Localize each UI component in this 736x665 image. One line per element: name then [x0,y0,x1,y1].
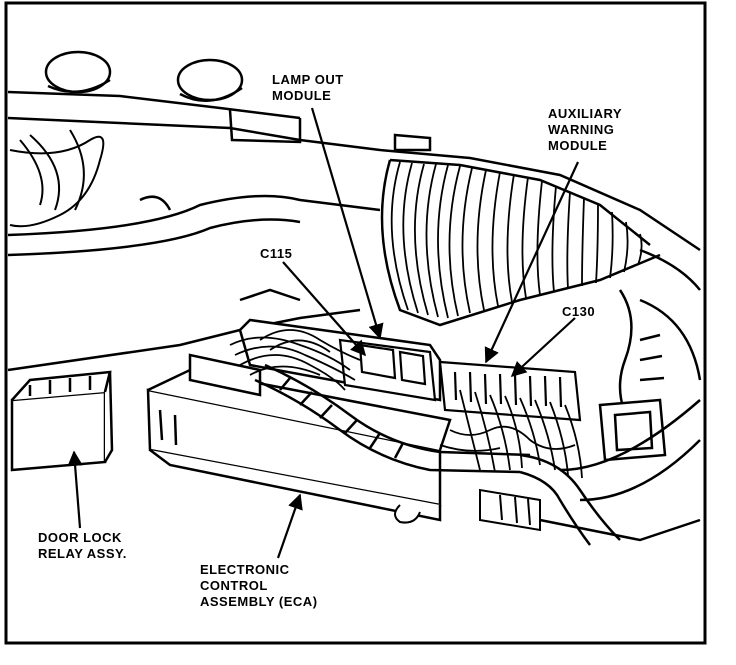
leader-aux-warning [484,161,579,364]
leader-eca [276,493,303,559]
leader-c115 [282,261,367,357]
label-eca-line-2: CONTROL [200,578,268,593]
c115-wire-bundle [229,329,361,391]
label-eca-line-3: ASSEMBLY (ECA) [200,594,318,609]
label-aux-line-2: WARNING [548,122,615,137]
label-c115: C115 [260,246,293,261]
leader-door-lock [67,450,83,529]
callout-leaders [67,107,579,559]
label-door-lock-line-1: DOOR LOCK [38,530,122,545]
label-eca-line-1: ELECTRONIC [200,562,290,577]
label-lamp-out-line-1: LAMP OUT [272,72,344,87]
leader-lamp-out [310,107,384,340]
label-door-lock-line-2: RELAY ASSY. [38,546,127,561]
lower-connectors [394,488,541,532]
center-duct [7,194,381,257]
c130-wire-bundle [439,389,583,479]
leader-c130 [510,317,576,378]
ribbed-vent-hose [380,158,661,327]
label-aux-line-3: MODULE [548,138,608,153]
label-c130: C130 [562,304,596,319]
label-aux-line-1: AUXILIARY [548,106,623,121]
aux-module-drawing [438,360,582,422]
upper-dash-panel [7,50,701,252]
label-eca: ELECTRONIC CONTROL ASSEMBLY (ECA) [200,562,318,610]
label-lamp-out-module: LAMP OUT MODULE [272,72,344,104]
main-harness [254,363,621,546]
frame-border [4,1,707,645]
right-side-structure [539,248,702,542]
label-lamp-out-line-2: MODULE [272,88,332,103]
label-door-lock-relay: DOOR LOCK RELAY ASSY. [38,530,127,562]
label-auxiliary-warning-module: AUXILIARY WARNING MODULE [548,106,622,154]
left-wire-harness [9,129,105,228]
door-lock-relay-drawing [10,370,114,472]
